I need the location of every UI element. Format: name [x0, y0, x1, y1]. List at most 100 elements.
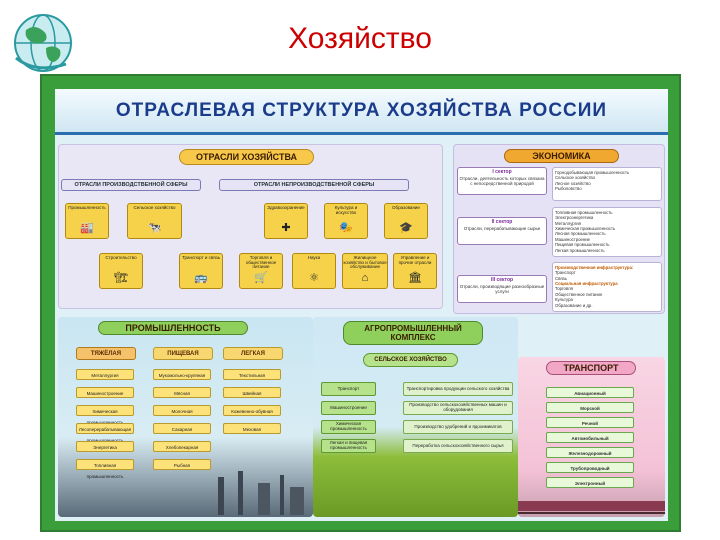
branches-panel: ОТРАСЛИ ХОЗЯЙСТВА ОТРАСЛИ ПРОИЗВОДСТВЕНН… [58, 144, 443, 309]
sector-name: II сектор [491, 219, 513, 225]
tile-label: Транспорт и связь [181, 255, 221, 260]
sector-desc: Отрасли, перерабатывающие сырье [463, 225, 541, 231]
list-item: Лесная промышленность [555, 231, 606, 237]
tile-label: Промышленность [68, 205, 106, 210]
transport-item: Авиационный [546, 387, 634, 398]
light-item: Швейная [223, 387, 281, 398]
branches-title: ОТРАСЛИ ХОЗЯЙСТВА [179, 149, 314, 165]
tile-label: Сельское хозяйство [133, 205, 176, 210]
heavy-item: Лесоперерабатывающая промышленность [76, 423, 134, 443]
economy-title: ЭКОНОМИКА [504, 149, 619, 163]
sector-3-list: Производственная инфраструктура: Транспо… [552, 262, 662, 312]
list-item: Пищевая промышленность [555, 242, 610, 248]
nonproduction-sphere-label: ОТРАСЛИ НЕПРОИЗВОДСТВЕННОЙ СФЕРЫ [219, 179, 409, 191]
agro-left-item: Химическая промышленность [321, 420, 376, 434]
light-item: Кожевенно-обувная [223, 405, 281, 416]
list-item: Машиностроение [555, 236, 591, 242]
heavy-item: Машиностроение [76, 387, 134, 398]
list-item: Лесное хозяйство [555, 180, 591, 186]
tile-health: Здравоохранение ✚ [264, 203, 308, 239]
list-item: Химическая промышленность [555, 226, 616, 232]
production-sphere-label: ОТРАСЛИ ПРОИЗВОДСТВЕННОЙ СФЕРЫ [61, 179, 201, 191]
factory-icon: 🏭 [80, 222, 94, 235]
list-item: Образование и др. [555, 302, 593, 308]
tile-management: Управление и прочие отрасли🏛 [393, 253, 437, 289]
tile-education: Образование 🎓 [384, 203, 428, 239]
light-item: Меховая [223, 423, 281, 434]
list-item: Рыболовство [555, 186, 582, 192]
tile-label: Торговля и общественное питание [245, 255, 277, 270]
atom-icon: ⚛ [309, 272, 319, 285]
food-item: Мясная [153, 387, 211, 398]
transport-item: Электронный [546, 477, 634, 488]
agro-left-item: Машиностроение [321, 401, 376, 415]
list-item: Культура [555, 297, 573, 303]
agro-right-item: Производство удобрений и ядохимикатов [403, 420, 513, 434]
food-item: Рыбная [153, 459, 211, 470]
tile-label: Здравоохранение [267, 205, 305, 210]
sector-1-list: Горнодобывающая промышленность Сельское … [552, 167, 662, 201]
light-item: Текстильная [223, 369, 281, 380]
heavy-header: ТЯЖЁЛАЯ [76, 347, 136, 360]
sector-2-list: Топливная промышленность Электроэнергети… [552, 207, 662, 257]
agro-title: АГРОПРОМЫШЛЕННЫЙ КОМПЛЕКС [343, 321, 483, 345]
transport-item: Железнодорожный [546, 447, 634, 458]
list-title: Производственная инфраструктура: [555, 265, 634, 270]
refinery-illustration [218, 471, 304, 515]
train-illustration [518, 501, 665, 514]
slide-title: Хозяйство [288, 22, 432, 55]
tile-science: Наука⚛ [292, 253, 336, 289]
transport-item: Автомобильный [546, 432, 634, 443]
tile-agriculture: Сельское хозяйство🐄 [127, 203, 182, 239]
agro-right-item: Переработка сельскохозяйственного сырья [403, 439, 513, 453]
heavy-item: Металлургия [76, 369, 134, 380]
list-item: Сельское хозяйство [555, 175, 596, 181]
agro-panel: АГРОПРОМЫШЛЕННЫЙ КОМПЛЕКС СЕЛЬСКОЕ ХОЗЯЙ… [313, 317, 518, 517]
list-item: Торговля [555, 286, 573, 292]
sector-name: III сектор [490, 277, 514, 283]
poster-title: ОТРАСЛЕВАЯ СТРУКТУРА ХОЗЯЙСТВА РОССИИ [55, 89, 668, 135]
list-item: Общественное питание [555, 291, 603, 297]
heavy-item: Топливная промышленность [76, 459, 134, 479]
tile-label: Жилищное хозяйство и бытовое обслуживани… [343, 255, 387, 270]
tile-housing: Жилищное хозяйство и бытовое обслуживани… [342, 253, 388, 289]
list-item: Электроэнергетика [555, 215, 594, 221]
list-item: Легкая промышленность [555, 247, 605, 253]
list-item: Топливная промышленность [555, 210, 613, 215]
agro-left-item: Транспорт [321, 382, 376, 396]
list-item: Транспорт [555, 270, 576, 276]
sector-name: I сектор [492, 169, 512, 175]
globe-logo-icon [14, 14, 72, 72]
transport-item: Морской [546, 402, 634, 413]
transport-panel: ТРАНСПОРТ Авиационный Морской Речной Авт… [518, 357, 665, 517]
sector-desc: Отрасли, производящие разнообразные услу… [459, 283, 545, 294]
transport-item: Речной [546, 417, 634, 428]
food-item: Молочная [153, 405, 211, 416]
heavy-item: Химическая промышленность [76, 405, 134, 425]
food-item: Сахарная [153, 423, 211, 434]
cart-icon: 🛒 [254, 272, 268, 285]
tile-transport: Транспорт и связь🚌 [179, 253, 223, 289]
poster: ОТРАСЛЕВАЯ СТРУКТУРА ХОЗЯЙСТВА РОССИИ ОТ… [40, 74, 681, 532]
tile-label: Образование [392, 205, 420, 210]
medical-cross-icon: ✚ [281, 222, 291, 235]
tile-industry: Промышленность 🏭 [65, 203, 109, 239]
transport-item: Трубопроводный [546, 462, 634, 473]
crane-icon: 🏗 [114, 272, 128, 285]
heavy-item: Энергетика [76, 441, 134, 452]
graduate-icon: 🎓 [399, 222, 413, 235]
theater-icon: 🎭 [339, 222, 353, 235]
industry-title: ПРОМЫШЛЕННОСТЬ [98, 321, 248, 335]
tile-label: Управление и прочие отрасли [398, 255, 432, 265]
tile-trade: Торговля и общественное питание 🛒 [239, 253, 283, 289]
list-item: Связь [555, 275, 567, 281]
food-item: Мукомольно-крупяная [153, 369, 211, 380]
poster-inner: ОТРАСЛЕВАЯ СТРУКТУРА ХОЗЯЙСТВА РОССИИ ОТ… [55, 89, 668, 521]
light-header: ЛЕГКАЯ [223, 347, 283, 360]
tile-label: Строительство [105, 255, 137, 260]
food-header: ПИЩЕВАЯ [153, 347, 213, 360]
list-item: Горнодобывающая промышленность [555, 170, 630, 175]
